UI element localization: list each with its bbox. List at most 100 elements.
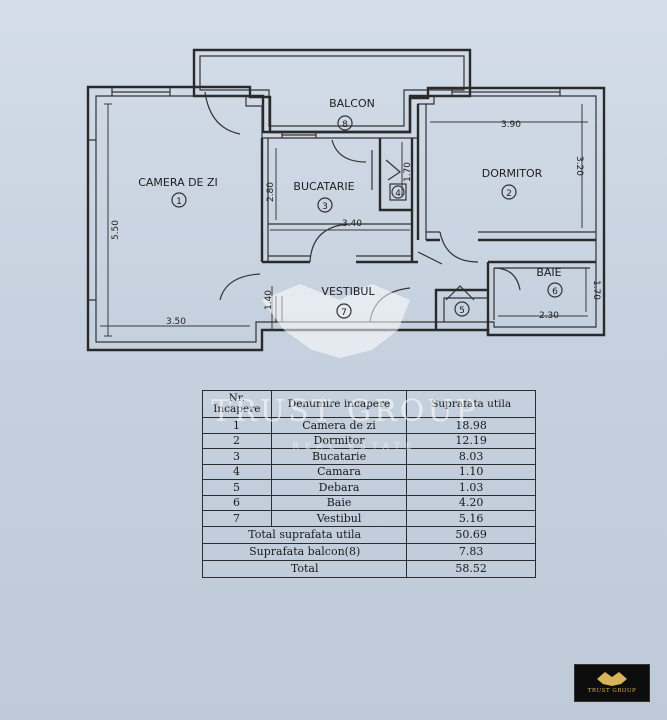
- balcon-door-arc-right: [331, 139, 367, 163]
- dormitor-number-circle: [501, 184, 517, 200]
- window-camera-top: [111, 88, 171, 96]
- camara-number-box: [389, 183, 407, 201]
- window-camera-left: [88, 139, 96, 301]
- camara-number-circle: [391, 185, 405, 199]
- header-name: Denumire incapere: [270, 390, 408, 418]
- row-name: Camara: [270, 463, 408, 480]
- row-area: 18.98: [406, 417, 536, 434]
- vestibul-number-circle: [336, 303, 352, 319]
- wall-debara: [434, 288, 488, 330]
- row-name: Debara: [270, 479, 408, 496]
- camera-label: CAMERA DE ZI: [138, 176, 218, 189]
- dormitor-label: DORMITOR: [482, 167, 543, 180]
- wall-baie-inner: [493, 267, 590, 320]
- total-value: 7.83: [406, 542, 536, 561]
- handshake-watermark-icon: [262, 284, 410, 358]
- door-vestibul-arc: [219, 273, 261, 301]
- header-nr: Nr. Incapere: [202, 390, 272, 418]
- total-value: 58.52: [406, 559, 536, 578]
- floor-plan: BALCON 8 CAMERA DE ZI 1 BUCATARIE 3 4 DO…: [86, 48, 606, 358]
- dim-camara-h: 1.70: [403, 162, 413, 182]
- row-name: Baie: [270, 494, 408, 511]
- row-nr: 1: [202, 417, 272, 434]
- vestibul-number: 7: [341, 308, 347, 318]
- row-name: Dormitor: [270, 432, 408, 449]
- header-area: Suprafata utila: [406, 390, 536, 418]
- debara-roof-icon: [445, 285, 475, 301]
- trust-group-logo: TRUST GROUP: [574, 664, 650, 702]
- table-header-row: Nr. Incapere Denumire incapere Suprafata…: [202, 390, 536, 418]
- total-value: 50.69: [406, 525, 536, 544]
- dim-dormitor-w: 3.90: [501, 120, 521, 130]
- bucatarie-number-circle: [317, 197, 333, 213]
- dim-baie-h: 1.70: [591, 280, 601, 300]
- dim-bucatarie-h: 2.80: [266, 182, 276, 202]
- row-nr: 2: [202, 432, 272, 449]
- balcon-number: 8: [342, 120, 348, 130]
- row-nr: 4: [202, 463, 272, 480]
- handshake-logo-icon: [597, 672, 627, 686]
- total-label: Total suprafata utila: [201, 525, 408, 544]
- bucatarie-number: 3: [322, 202, 328, 212]
- dim-bucatarie-w: 3.40: [342, 219, 362, 229]
- door-dormitor-line: [417, 251, 443, 265]
- balcon-label: BALCON: [329, 97, 375, 110]
- dim-camera-h-line: [104, 103, 112, 337]
- balcon-inner-outline: [199, 55, 465, 127]
- balcon-door-arc-left: [204, 91, 241, 135]
- baie-number: 6: [552, 287, 558, 297]
- door-baie-arc: [493, 267, 521, 291]
- camera-number: 1: [176, 197, 182, 207]
- dim-camera-h: 5.50: [111, 220, 121, 240]
- row-area: 4.20: [406, 494, 536, 511]
- logo-name: TRUST GROUP: [587, 688, 637, 694]
- vestibul-label: VESTIBUL: [321, 285, 375, 298]
- row-area: 12.19: [406, 432, 536, 449]
- row-name: Bucatarie: [270, 448, 408, 465]
- wall-camara-detail: [371, 150, 401, 190]
- bucatarie-label: BUCATARIE: [293, 180, 354, 193]
- outer-wall: [86, 85, 606, 352]
- debara-number-circle: [454, 301, 470, 317]
- row-area: 8.03: [406, 448, 536, 465]
- row-name: Camera de zi: [270, 417, 408, 434]
- row-nr: 6: [202, 494, 272, 511]
- camera-number-circle: [171, 192, 187, 208]
- camara-number: 4: [395, 189, 401, 199]
- baie-label: BAIE: [536, 266, 561, 279]
- row-area: 1.03: [406, 479, 536, 496]
- row-area: 1.10: [406, 463, 536, 480]
- dim-baie-w: 2.30: [539, 311, 559, 321]
- dim-dormitor-h: 3.20: [574, 156, 584, 176]
- dim-camera-w: 3.50: [166, 317, 186, 327]
- door-bucatarie-arc: [309, 223, 351, 263]
- row-area: 5.16: [406, 510, 536, 527]
- row-nr: 7: [202, 510, 272, 527]
- balcon-number-circle: [337, 115, 353, 131]
- wall-camara: [378, 138, 414, 262]
- debara-number: 5: [459, 306, 465, 316]
- total-label: Suprafata balcon(8): [201, 542, 408, 561]
- total-row: Suprafata balcon(8)7.83: [201, 542, 536, 561]
- dim-vestibul-h: 1.40: [264, 290, 274, 310]
- row-name: Vestibul: [270, 510, 408, 527]
- baie-number-circle: [547, 282, 563, 298]
- room-area-table: Nr. Incapere Denumire incapere Suprafata…: [201, 390, 536, 578]
- total-label: Total: [201, 559, 408, 578]
- door-dormitor-arc: [439, 231, 479, 263]
- wall-debara-inner: [443, 297, 488, 322]
- row-nr: 3: [202, 448, 272, 465]
- outer-wall-inner: [95, 95, 597, 343]
- row-nr: 5: [202, 479, 272, 496]
- dormitor-number: 2: [506, 189, 512, 199]
- window-dormitor-top: [451, 88, 561, 96]
